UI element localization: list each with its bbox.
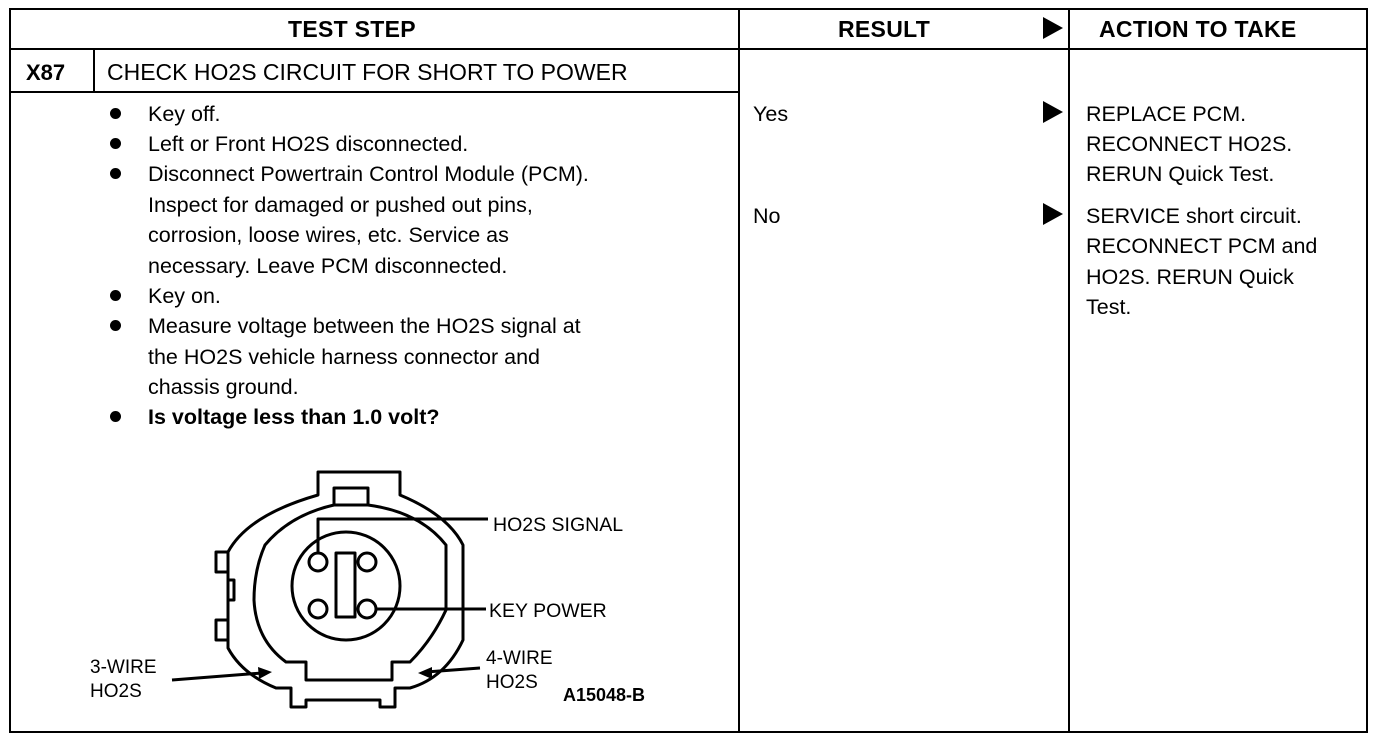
instruction-line: Key on. bbox=[148, 284, 221, 308]
key-power-label: KEY POWER bbox=[489, 600, 607, 622]
instruction-line: Inspect for damaged or pushed out pins, bbox=[148, 193, 533, 217]
bullet-icon bbox=[110, 320, 121, 331]
table-top-border bbox=[9, 8, 1368, 10]
connector-key bbox=[334, 551, 357, 619]
three-wire-arrow-icon bbox=[258, 667, 272, 679]
action-line: SERVICE short circuit. bbox=[1086, 204, 1302, 228]
signal-leader-line bbox=[316, 517, 488, 553]
table-bottom-border bbox=[9, 731, 1368, 733]
instruction-line: corrosion, loose wires, etc. Service as bbox=[148, 223, 509, 247]
instruction-line: chassis ground. bbox=[148, 375, 299, 399]
bullet-icon bbox=[110, 168, 121, 179]
table-left-border bbox=[9, 8, 11, 733]
connector-inner-wall bbox=[252, 503, 448, 682]
action-line: RECONNECT PCM and bbox=[1086, 234, 1318, 258]
header-test-step: TEST STEP bbox=[288, 16, 416, 42]
table-right-border bbox=[1366, 8, 1368, 733]
three-wire-label-line2: HO2S bbox=[90, 681, 142, 702]
result-yes: Yes bbox=[753, 102, 789, 126]
step-id-divider bbox=[93, 48, 95, 93]
pin-icon bbox=[307, 598, 329, 620]
action-line: HO2S. RERUN Quick bbox=[1086, 265, 1294, 289]
pin-icon bbox=[307, 551, 329, 573]
pin-icon bbox=[356, 551, 378, 573]
instruction-line: Left or Front HO2S disconnected. bbox=[148, 132, 469, 156]
action-line: REPLACE PCM. bbox=[1086, 102, 1247, 126]
figure-id: A15048-B bbox=[563, 685, 645, 705]
three-wire-leader-line bbox=[171, 671, 263, 682]
header-arrow-icon bbox=[1043, 17, 1063, 39]
instruction-line: Measure voltage between the HO2S signal … bbox=[148, 314, 581, 338]
header-action-to-take: ACTION TO TAKE bbox=[1099, 16, 1297, 42]
bullet-icon bbox=[110, 411, 121, 422]
bullet-icon bbox=[110, 138, 121, 149]
four-wire-label-line1: 4-WIRE bbox=[486, 648, 553, 669]
test-step-column-divider bbox=[738, 8, 740, 733]
header-bottom-border bbox=[9, 48, 1368, 50]
four-wire-label-line2: HO2S bbox=[486, 672, 538, 693]
action-line: RERUN Quick Test. bbox=[1086, 162, 1275, 186]
bullet-icon bbox=[110, 108, 121, 119]
instruction-line: necessary. Leave PCM disconnected. bbox=[148, 254, 508, 278]
step-title-bottom-border bbox=[9, 91, 740, 93]
result-yes-arrow-icon bbox=[1043, 101, 1063, 123]
instruction-question: Is voltage less than 1.0 volt? bbox=[148, 405, 440, 429]
instruction-line: Key off. bbox=[148, 102, 221, 126]
result-column-divider bbox=[1068, 8, 1070, 733]
action-line: Test. bbox=[1086, 295, 1132, 319]
pin-icon bbox=[356, 598, 378, 620]
connector-inner-outline bbox=[332, 486, 370, 507]
connector-face bbox=[290, 530, 402, 642]
step-title: CHECK HO2S CIRCUIT FOR SHORT TO POWER bbox=[107, 59, 628, 85]
four-wire-leader-line bbox=[425, 666, 481, 674]
connector-tab-lower bbox=[214, 618, 228, 642]
result-no: No bbox=[753, 204, 781, 228]
header-result: RESULT bbox=[838, 16, 931, 42]
connector-tab-upper bbox=[214, 550, 228, 574]
connector-tab-middle bbox=[228, 578, 236, 602]
result-no-arrow-icon bbox=[1043, 203, 1063, 225]
four-wire-arrow-icon bbox=[418, 667, 432, 679]
bullet-icon bbox=[110, 290, 121, 301]
instruction-line: Disconnect Powertrain Control Module (PC… bbox=[148, 162, 589, 186]
instruction-line: the HO2S vehicle harness connector and bbox=[148, 345, 541, 369]
ho2s-signal-label: HO2S SIGNAL bbox=[493, 514, 623, 536]
step-id: X87 bbox=[26, 60, 66, 85]
action-line: RECONNECT HO2S. bbox=[1086, 132, 1293, 156]
connector-diagram: HO2S SIGNAL KEY POWER 3-WIRE HO2S 4-WIRE… bbox=[90, 470, 645, 709]
three-wire-label-line1: 3-WIRE bbox=[90, 657, 157, 678]
connector-housing-outline bbox=[226, 470, 465, 709]
